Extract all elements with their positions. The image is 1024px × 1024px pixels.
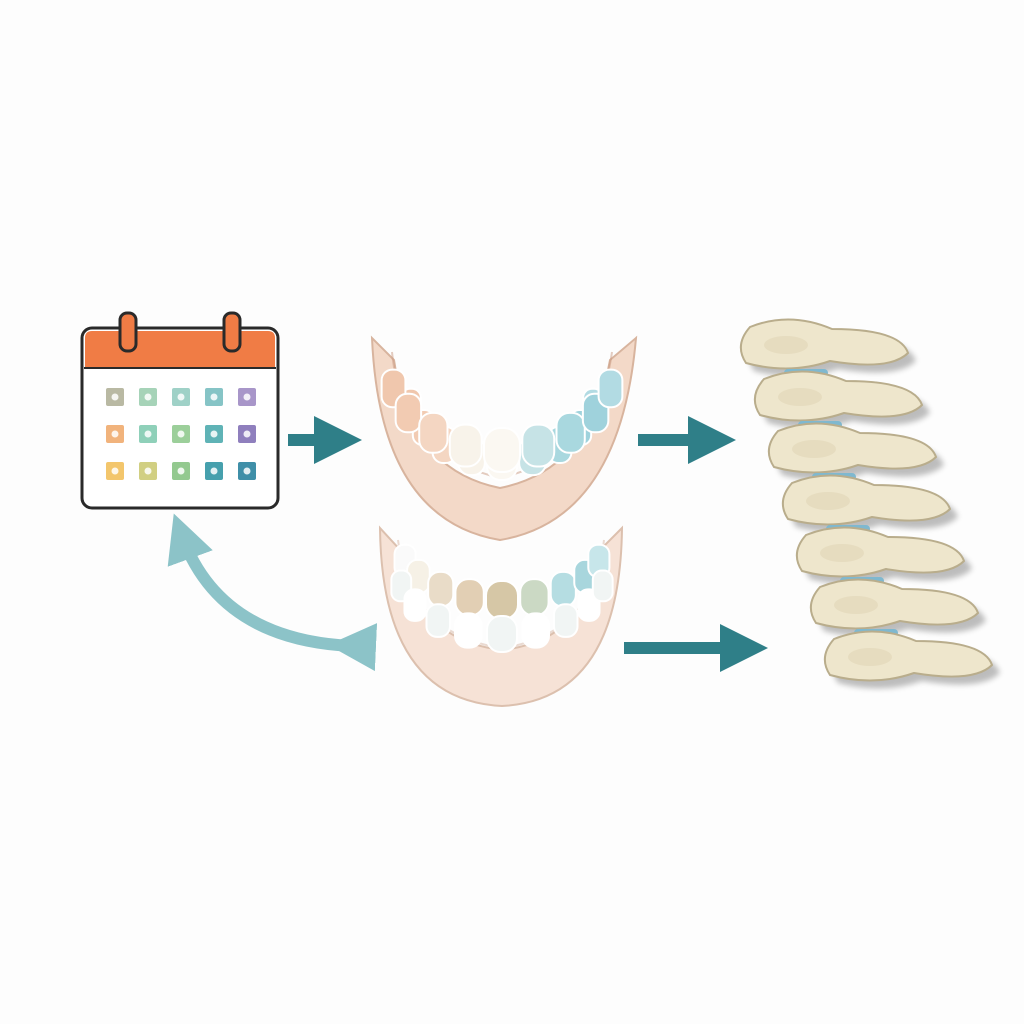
calendar-day-dot: [177, 430, 185, 438]
calendar-day-dot: [177, 467, 185, 475]
calendar-day-dot: [243, 467, 251, 475]
calendar-day-dot: [177, 393, 185, 401]
vertebra-body: [778, 388, 822, 406]
tooth: [521, 423, 556, 468]
vertebra-body: [806, 492, 850, 510]
tooth: [483, 427, 521, 473]
calendar-day-grid: [106, 388, 256, 480]
calendar-day-dot: [111, 430, 119, 438]
tooth: [454, 612, 483, 649]
calendar-day-dot: [144, 430, 152, 438]
tooth: [486, 615, 518, 653]
tooth: [418, 411, 449, 454]
tooth: [597, 368, 624, 409]
calendar-day-dot: [210, 467, 218, 475]
tooth: [427, 570, 455, 608]
vertebra: [739, 318, 910, 370]
tooth: [485, 580, 519, 620]
calendar-day-dot: [144, 467, 152, 475]
tooth: [591, 569, 614, 603]
vertebra: [753, 370, 924, 422]
calendar-day-dot: [111, 393, 119, 401]
tooth: [521, 612, 550, 649]
tooth: [394, 392, 423, 434]
calendar-day-dot: [210, 393, 218, 401]
tooth: [454, 578, 485, 617]
tooth: [552, 603, 579, 638]
vertebra-body: [792, 440, 836, 458]
calendar-ring-left: [118, 311, 138, 353]
calendar-day-dot: [144, 393, 152, 401]
vertebra: [795, 526, 966, 578]
lower-teeth-icon: [378, 525, 624, 708]
calendar-day-dot: [210, 430, 218, 438]
vertebra: [781, 474, 952, 526]
tooth: [403, 588, 427, 622]
calendar-icon: [80, 311, 280, 510]
tooth: [519, 578, 550, 617]
calendar-day-dot: [243, 430, 251, 438]
calendar-day-dot: [111, 467, 119, 475]
vertebra-body: [848, 648, 892, 666]
vertebra: [767, 422, 938, 474]
spine-vertebrae-icon: [739, 318, 1000, 689]
upper-teeth-icon: [370, 335, 638, 542]
tooth: [549, 570, 577, 608]
tooth: [425, 603, 452, 638]
calendar-day-dot: [243, 393, 251, 401]
vertebra-body: [764, 336, 808, 354]
vertebra: [809, 578, 980, 630]
tooth: [448, 423, 483, 468]
tooth: [555, 411, 586, 454]
calendar-ring-right: [222, 311, 242, 353]
arrow-curved-calendar-lower-jaw: [167, 513, 378, 672]
vertebra: [823, 630, 994, 682]
vertebra-body: [834, 596, 878, 614]
vertebra-body: [820, 544, 864, 562]
